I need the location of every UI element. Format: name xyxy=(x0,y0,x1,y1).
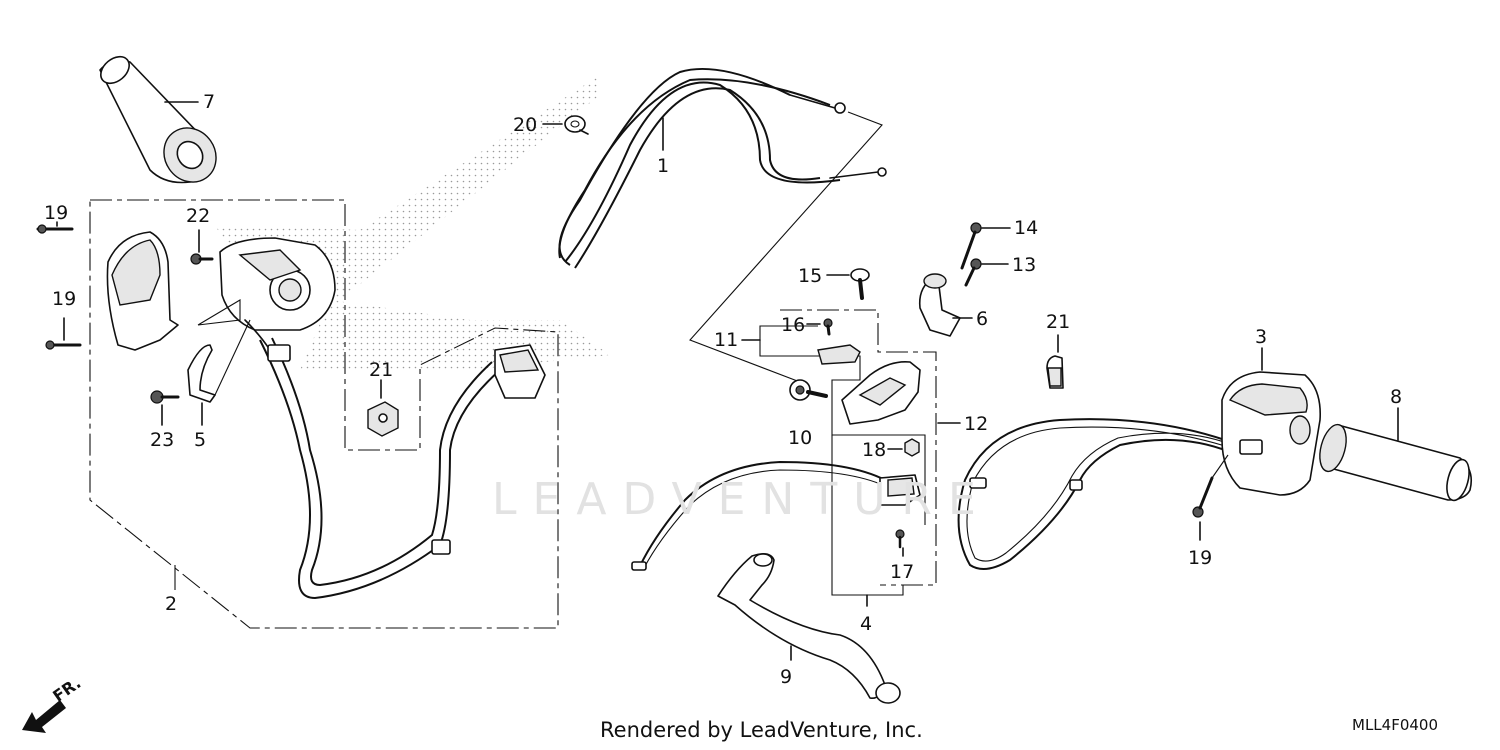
label-21-right: 21 xyxy=(1046,311,1070,333)
label-8: 8 xyxy=(1390,386,1402,408)
label-13: 13 xyxy=(1012,254,1036,276)
clutch-switch-wire[interactable] xyxy=(631,460,921,571)
screw-part-17[interactable] xyxy=(895,529,905,549)
clip-part-20[interactable] xyxy=(564,115,589,135)
label-16: 16 xyxy=(781,314,805,336)
bolt-part-14[interactable] xyxy=(960,222,982,270)
label-19-right: 19 xyxy=(1188,547,1212,569)
label-11: 11 xyxy=(714,329,738,351)
throttle-cable-part-1[interactable] xyxy=(558,67,887,269)
screw-part-19-upper[interactable] xyxy=(36,224,74,234)
front-direction-arrow xyxy=(22,700,66,733)
clamp-part-6[interactable] xyxy=(918,273,961,337)
right-switch-housing-part-3[interactable] xyxy=(1221,371,1322,496)
label-17: 17 xyxy=(890,561,914,583)
label-6: 6 xyxy=(976,308,988,330)
render-credit: Rendered by LeadVenture, Inc. xyxy=(600,718,923,742)
nut-part-21-left[interactable] xyxy=(367,401,399,437)
label-19-upper: 19 xyxy=(44,202,68,224)
screw-part-23[interactable] xyxy=(150,390,180,404)
right-switch-harness[interactable] xyxy=(957,418,1231,570)
label-7: 7 xyxy=(203,91,215,113)
group-outline-2 xyxy=(89,199,559,629)
clutch-lever-part-9[interactable] xyxy=(717,552,901,704)
screw-part-16[interactable] xyxy=(823,318,833,336)
switch-housing-cover[interactable] xyxy=(106,231,179,351)
bolt-part-13[interactable] xyxy=(964,258,982,287)
screw-part-22[interactable] xyxy=(190,253,214,265)
grip-right-part-8[interactable] xyxy=(1315,422,1473,503)
label-10: 10 xyxy=(788,427,812,449)
diagram-code: MLL4F0400 xyxy=(1352,716,1439,734)
label-23: 23 xyxy=(150,429,174,451)
label-14: 14 xyxy=(1014,217,1038,239)
label-9: 9 xyxy=(780,666,792,688)
watermark: LEADVENTURE xyxy=(492,474,992,525)
label-22: 22 xyxy=(186,205,210,227)
label-21-left: 21 xyxy=(369,359,393,381)
grip-left-part-7[interactable] xyxy=(96,51,227,192)
label-4: 4 xyxy=(860,613,872,635)
bolt-part-15[interactable] xyxy=(850,268,870,300)
screw-part-19-lower[interactable] xyxy=(45,340,82,350)
label-3: 3 xyxy=(1255,326,1267,348)
label-18: 18 xyxy=(862,439,886,461)
left-switch-housing[interactable] xyxy=(219,237,336,351)
label-12: 12 xyxy=(964,413,988,435)
nut-part-18[interactable] xyxy=(904,438,920,457)
wiring-harness-part-2[interactable] xyxy=(259,337,546,600)
nut-part-21-right[interactable] xyxy=(1046,355,1064,389)
label-15: 15 xyxy=(798,265,822,287)
dotted-projection-lower xyxy=(300,300,610,370)
label-2: 2 xyxy=(165,593,177,615)
label-19-lower: 19 xyxy=(52,288,76,310)
label-1: 1 xyxy=(657,155,669,177)
screw-part-19-right[interactable] xyxy=(1192,476,1214,518)
bracket-part-5[interactable] xyxy=(187,344,216,403)
plate-part-11[interactable] xyxy=(817,344,861,365)
label-5: 5 xyxy=(194,429,206,451)
bolt-part-10[interactable] xyxy=(789,379,828,401)
lever-holder[interactable] xyxy=(841,360,921,425)
label-20: 20 xyxy=(513,114,537,136)
